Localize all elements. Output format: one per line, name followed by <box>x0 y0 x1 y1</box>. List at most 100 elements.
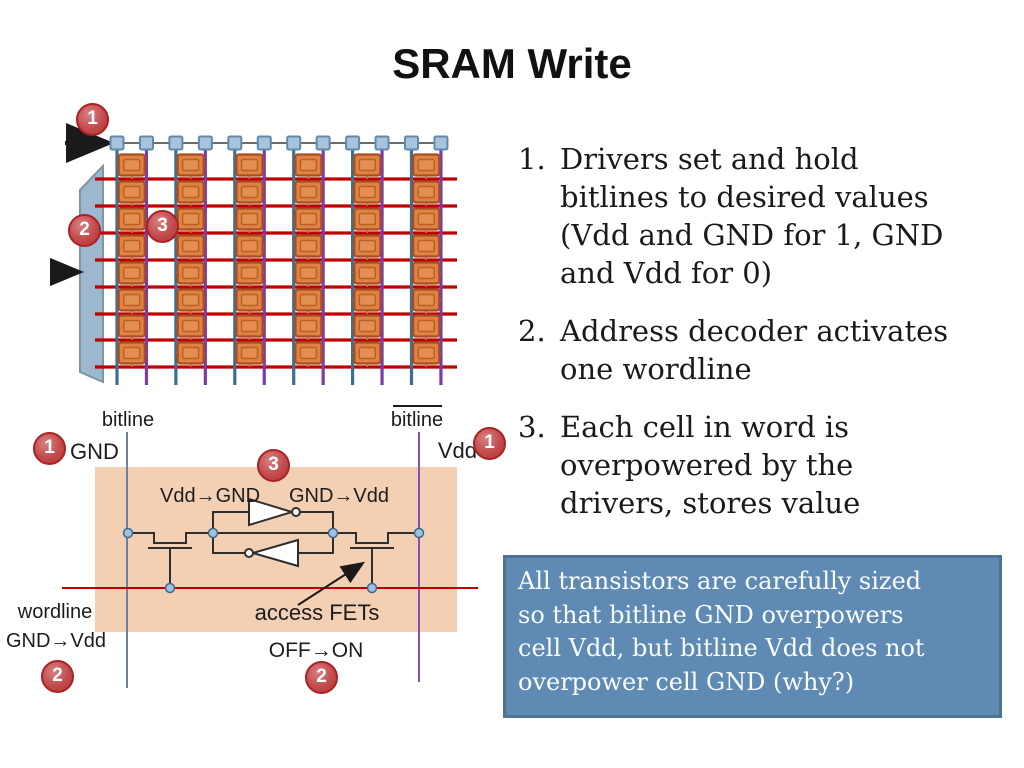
badge-cell-2-access: 2 <box>305 661 338 694</box>
sram-cell-inner <box>417 293 435 307</box>
sram-cell-inner <box>181 212 200 226</box>
sram-cell-inner <box>299 346 318 360</box>
sram-cell-inner <box>240 158 259 172</box>
sram-cell-inner <box>417 266 435 280</box>
sram-cell-inner <box>299 319 318 333</box>
bitline-driver <box>315 135 331 151</box>
bitline-driver <box>345 135 361 151</box>
bitline-driver <box>197 135 213 151</box>
sram-cell-inner <box>240 266 259 280</box>
sram-cell-inner <box>299 185 318 199</box>
sram-cell-inner <box>122 212 141 226</box>
sram-cell-inner <box>417 239 435 253</box>
sram-cell-inner <box>299 293 318 307</box>
bitline-driver <box>433 135 449 151</box>
sram-cell-inner <box>240 293 259 307</box>
bitline-driver <box>404 135 419 151</box>
sram-cell-inner <box>122 293 141 307</box>
badge-cell-1-right: 1 <box>473 427 506 460</box>
sram-cell-inner <box>240 212 259 226</box>
inverter-bottom-bubble <box>244 548 254 558</box>
sram-cell-inner <box>240 346 259 360</box>
sram-cell-inner <box>181 185 200 199</box>
cell-wires <box>128 511 419 588</box>
sram-cell-inner <box>299 212 318 226</box>
sram-cell-inner <box>122 346 141 360</box>
badge-cell-2-wordline: 2 <box>41 660 74 693</box>
sram-cell-inner <box>240 239 259 253</box>
sram-cell-inner <box>181 346 200 360</box>
inverter-top <box>248 497 296 527</box>
sram-cell-inner <box>358 158 377 172</box>
step-number: 2. <box>518 314 546 348</box>
sram-cell-inner <box>299 239 318 253</box>
inverter-top-bubble <box>291 507 301 517</box>
sram-cell-inner <box>181 319 200 333</box>
sram-cell-inner <box>358 293 377 307</box>
sram-cell-inner <box>358 239 377 253</box>
badge-cell-3: 3 <box>257 449 290 482</box>
bitline-right-label: bitline <box>391 409 443 431</box>
sram-cell-inner <box>358 185 377 199</box>
sram-cell-inner <box>240 319 259 333</box>
sram-cell-inner <box>122 266 141 280</box>
sram-cell-inner <box>417 212 435 226</box>
vdd-label: Vdd <box>438 438 477 463</box>
sram-cell-inner <box>122 319 141 333</box>
bitline-left-label: bitline <box>102 409 154 431</box>
sram-cell-inner <box>358 346 377 360</box>
sram-cell-inner <box>417 158 435 172</box>
bitline-driver <box>374 135 390 151</box>
sram-cell-inner <box>181 239 200 253</box>
badge-array-1: 1 <box>76 103 109 136</box>
sram-cell-inner <box>417 185 435 199</box>
connection-nodes <box>122 527 425 594</box>
inv-right-transition-label: GND→Vdd <box>289 485 389 507</box>
bitline-driver <box>109 135 125 151</box>
sram-cell-diagram: bitline bitline GND Vdd Vdd→GND GND→Vdd … <box>6 405 478 688</box>
sram-cell-inner <box>417 319 435 333</box>
step-number: 3. <box>518 410 546 444</box>
sram-cell-inner <box>240 185 259 199</box>
step-number: 1. <box>518 142 546 176</box>
sram-cell-inner <box>122 185 141 199</box>
sram-cell-inner <box>417 346 435 360</box>
cross-coupled-inverters <box>244 497 301 568</box>
inverter-bottom <box>249 538 299 568</box>
badge-array-3: 3 <box>146 210 179 243</box>
sram-cell-inner <box>299 158 318 172</box>
bitline-driver <box>227 135 243 151</box>
bitline-driver <box>138 135 154 151</box>
sram-cell-inner <box>181 293 200 307</box>
access-fets-label: access FETs <box>255 600 380 625</box>
sram-cell-inner <box>299 266 318 280</box>
slide-title: SRAM Write <box>392 40 632 87</box>
sram-cell-inner <box>122 239 141 253</box>
sram-cell-inner <box>358 266 377 280</box>
sram-cell-inner <box>358 212 377 226</box>
sram-cell-inner <box>181 266 200 280</box>
sram-cell-inner <box>181 158 200 172</box>
inv-left-transition-label: Vdd→GND <box>160 485 260 507</box>
gnd-label: GND <box>70 439 119 464</box>
access-transition-label: OFF→ON <box>269 639 364 662</box>
bitline-driver <box>286 135 302 151</box>
bitline-driver <box>256 135 272 151</box>
badge-cell-1-left: 1 <box>33 432 66 465</box>
sram-cell-inner <box>122 158 141 172</box>
wordline-transition-label: GND→Vdd <box>6 630 106 652</box>
access-fets-arrow <box>297 561 366 606</box>
sram-array-diagram <box>50 123 457 385</box>
bitline-driver <box>168 135 184 151</box>
sram-cell-inner <box>358 319 377 333</box>
wordline-label: wordline <box>17 601 92 623</box>
badge-array-2: 2 <box>68 214 101 247</box>
